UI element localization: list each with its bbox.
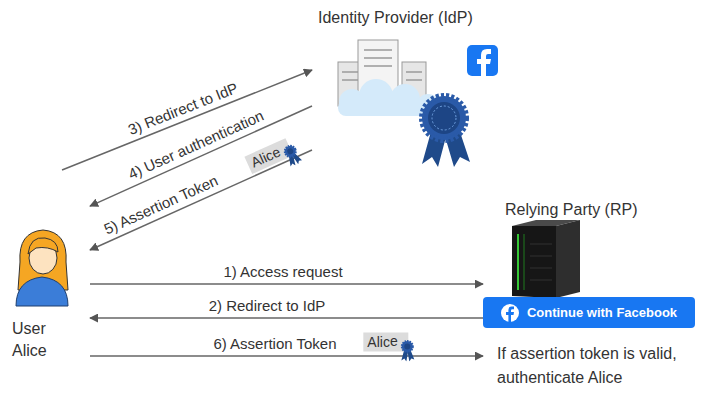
note-text: If assertion token is valid, authenticat…: [497, 342, 705, 390]
flow-arrow: [90, 150, 312, 250]
facebook-logo: [467, 45, 498, 76]
token-badge: Alice: [245, 138, 294, 174]
step-label: 5) Assertion Token: [101, 172, 221, 239]
user-icon: [16, 230, 68, 306]
token-rosette: [281, 142, 305, 169]
step-label: 1) Access request: [223, 263, 342, 281]
server-tower: [512, 220, 580, 298]
step-label: 2) Redirect to IdP: [208, 297, 325, 315]
identity-provider: Identity Provider (IdP): [312, 8, 514, 168]
certificate-rosette: [422, 96, 470, 167]
relying-party: Relying Party (RP) Continue with Facebook: [483, 200, 698, 362]
result-note: If assertion token is valid, authenticat…: [497, 342, 705, 390]
button-label: Continue with Facebook: [527, 303, 677, 323]
token-subject: Alice: [367, 333, 397, 349]
step-label: 6) Assertion Token: [213, 335, 336, 353]
flow-arrow: [90, 355, 483, 357]
login-button: Continue with Facebook: [483, 297, 695, 328]
node-title: Relying Party (RP): [505, 200, 698, 220]
flow-arrow: [90, 283, 483, 285]
node-title: Identity Provider (IdP): [318, 8, 514, 28]
token-badge: Alice: [363, 332, 408, 351]
token-subject: Alice: [249, 144, 283, 171]
flow-arrow: [90, 317, 483, 319]
token-rosette: [400, 339, 416, 361]
node-title: User Alice: [12, 318, 62, 362]
user: User Alice: [8, 170, 90, 365]
facebook-icon: [501, 304, 519, 322]
